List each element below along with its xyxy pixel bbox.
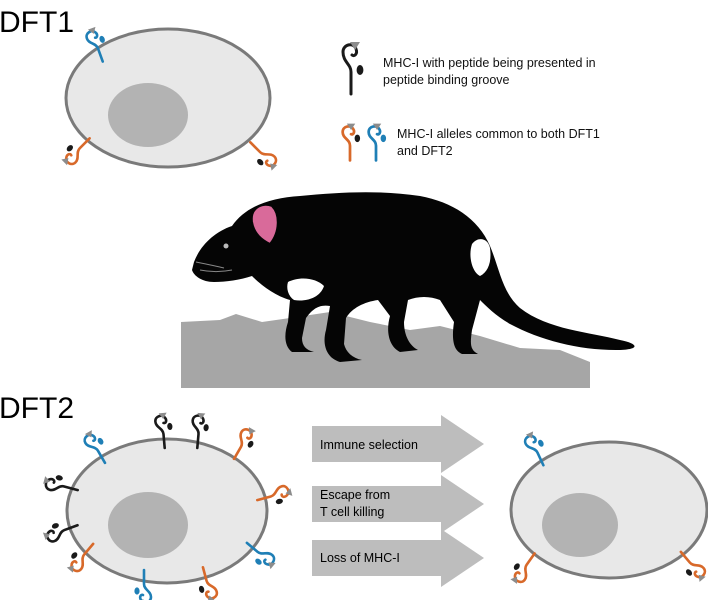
dft2-cell: [42, 412, 293, 600]
dft1-cell: [58, 26, 280, 174]
arrow-shape: [312, 415, 484, 473]
arrow-label-line1: Escape from: [320, 488, 390, 502]
devil-rump-marking: [470, 239, 491, 276]
legend: MHC-I with peptide being presented in pe…: [341, 42, 600, 162]
arrow-immune-selection: Immune selection: [312, 415, 484, 473]
heading-dft2: DFT2: [0, 392, 74, 425]
devil-whiskers: [195, 261, 233, 272]
legend-common-line2: and DFT2: [397, 144, 453, 158]
resulting-cell: [506, 430, 708, 586]
legend-presented-line2: peptide binding groove: [383, 73, 510, 87]
arrow-label: Loss of MHC-I: [320, 551, 400, 565]
dft2-cell-nucleus: [108, 492, 188, 558]
resulting-cell-nucleus: [542, 493, 618, 557]
mhc-icon: [242, 136, 280, 174]
rock-ground: [181, 312, 590, 388]
arrow-shape: [312, 529, 484, 587]
legend-mhc-blue-icon: [367, 123, 388, 162]
heading-dft1: DFT1: [0, 6, 74, 39]
tasmanian-devil-illustration: [181, 192, 635, 388]
arrow-escape-t-cell-killing: Escape from T cell killing: [312, 475, 484, 533]
arrow-shape: [312, 475, 484, 533]
dft1-cell-nucleus: [108, 83, 188, 147]
arrow-label: Immune selection: [320, 438, 418, 452]
legend-mhc-orange-icon: [341, 123, 362, 162]
mhc-icon: [506, 546, 542, 586]
arrow-loss-of-mhc-i: Loss of MHC-I: [312, 529, 484, 587]
arrow-label-line2: T cell killing: [320, 505, 384, 519]
devil-ear: [250, 203, 279, 246]
legend-common-line1: MHC-I alleles common to both DFT1: [397, 127, 600, 141]
process-arrows: Immune selection Escape from T cell kill…: [312, 415, 484, 587]
legend-presented-line1: MHC-I with peptide being presented in: [383, 56, 596, 70]
devil-eye: [223, 243, 229, 249]
legend-mhc-black-icon: [341, 42, 364, 96]
devil-chest-marking: [287, 278, 324, 301]
devil-body: [192, 192, 635, 362]
